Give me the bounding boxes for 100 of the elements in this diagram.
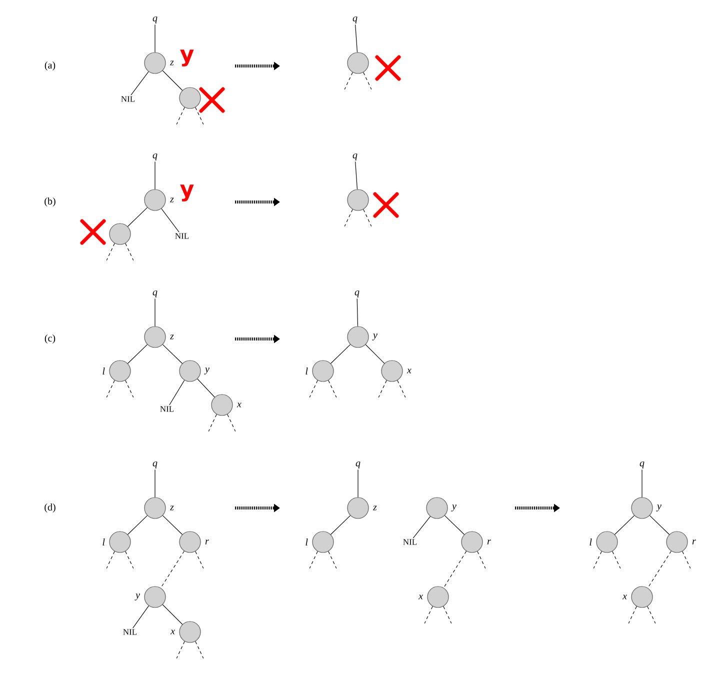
tree-node-circle xyxy=(312,360,334,382)
node-letter: q xyxy=(640,462,644,468)
subtree-stub xyxy=(106,551,115,569)
node-letter: q xyxy=(352,154,358,160)
node-letter: q xyxy=(354,290,360,298)
node-letter: l xyxy=(590,538,592,546)
tree-edge xyxy=(169,380,185,406)
subtree-stub xyxy=(647,606,656,624)
node-letter: y xyxy=(372,334,378,340)
tree-node-circle xyxy=(179,531,201,553)
tree-edge xyxy=(356,298,358,326)
node-letter: l xyxy=(306,538,308,546)
tree-edge xyxy=(365,344,385,364)
tree-edge xyxy=(355,24,358,53)
nil-label: NIL xyxy=(160,406,174,412)
tree-node-circle xyxy=(347,52,369,74)
node-letter: y xyxy=(451,504,456,512)
tree-node-circle xyxy=(179,621,201,643)
tree-edge xyxy=(160,550,184,588)
tree-edge xyxy=(154,24,156,52)
subtree-stub xyxy=(195,551,204,569)
subtree-stub xyxy=(378,380,387,398)
tree-edge xyxy=(330,515,351,535)
handwritten-letter: y xyxy=(180,50,194,66)
subtree-stub xyxy=(125,380,134,398)
panel-tag: (d) xyxy=(44,503,56,513)
node-letter: q xyxy=(152,16,158,24)
handwritten-letter: y xyxy=(180,184,194,202)
tree-edge xyxy=(355,161,358,190)
tree-node-circle xyxy=(144,189,166,211)
subtree-stub xyxy=(176,641,185,659)
node-letter: x xyxy=(622,594,627,600)
tree-edge xyxy=(330,344,351,364)
tree-edge xyxy=(132,606,150,628)
tree-node-circle xyxy=(144,326,166,348)
tree-node-circle xyxy=(426,497,448,519)
subtree-stub xyxy=(424,606,433,624)
tree-edge xyxy=(162,344,183,364)
node-letter: z xyxy=(170,60,174,66)
subtree-stub xyxy=(443,606,452,624)
subtree-stub xyxy=(328,380,337,398)
subtree-stub xyxy=(106,380,115,398)
tree-node-circle xyxy=(211,394,233,416)
panel-tag: (a) xyxy=(44,61,56,71)
nil-label: NIL xyxy=(403,539,417,545)
subtree-stub xyxy=(309,551,318,569)
tree-node-circle xyxy=(109,531,131,553)
nil-label: NIL xyxy=(175,233,189,239)
node-letter: q xyxy=(152,154,158,160)
subtree-stub xyxy=(344,72,353,90)
subtree-stub xyxy=(125,551,134,569)
tree-node-circle xyxy=(631,497,653,519)
tree-edge xyxy=(197,378,215,398)
tree-edge xyxy=(130,71,149,96)
node-letter: l xyxy=(102,538,105,546)
node-letter: y xyxy=(204,368,210,374)
tree-edge xyxy=(412,516,431,538)
subtree-stub xyxy=(176,107,185,125)
tree-edge xyxy=(649,515,670,535)
tree-node-circle xyxy=(347,497,369,519)
node-letter: l xyxy=(102,368,105,374)
tree-edge xyxy=(162,604,183,625)
tree-edge xyxy=(443,550,467,588)
node-letter: z xyxy=(372,506,377,510)
tree-edge xyxy=(444,515,465,535)
node-letter: q xyxy=(352,16,358,24)
tree-node-circle xyxy=(347,189,369,211)
subtree-stub xyxy=(227,414,236,432)
subtree-stub xyxy=(125,243,134,261)
subtree-stub xyxy=(397,380,406,398)
tree-edge xyxy=(154,298,156,326)
subtree-stub xyxy=(195,107,204,125)
subtree-stub xyxy=(363,209,372,227)
tree-edge xyxy=(154,161,156,190)
node-letter: x xyxy=(236,402,242,408)
tree-node-circle xyxy=(666,531,688,553)
tree-edge xyxy=(648,550,672,588)
subtree-stub xyxy=(309,380,318,398)
nil-label: NIL xyxy=(123,629,137,635)
node-letter: r xyxy=(487,540,491,544)
tree-edge xyxy=(127,344,148,364)
tree-edge xyxy=(162,515,183,535)
tree-edge xyxy=(154,469,156,498)
subtree-stub xyxy=(628,606,637,624)
panel-tag: (b) xyxy=(44,197,56,207)
node-letter: z xyxy=(170,506,174,510)
tree-node-circle xyxy=(631,586,653,608)
node-letter: r xyxy=(692,540,696,544)
subtree-stub xyxy=(195,641,204,659)
tree-node-circle xyxy=(109,223,131,245)
node-letter: z xyxy=(170,334,174,340)
node-letter: q xyxy=(152,462,158,468)
tree-node-circle xyxy=(427,586,449,608)
subtree-stub xyxy=(612,551,621,569)
tree-node-circle xyxy=(179,87,201,109)
node-letter: x xyxy=(406,368,412,374)
tree-node-circle xyxy=(109,360,131,382)
subtree-stub xyxy=(344,209,353,227)
nil-label: NIL xyxy=(121,96,135,102)
node-letter: x xyxy=(170,630,175,634)
